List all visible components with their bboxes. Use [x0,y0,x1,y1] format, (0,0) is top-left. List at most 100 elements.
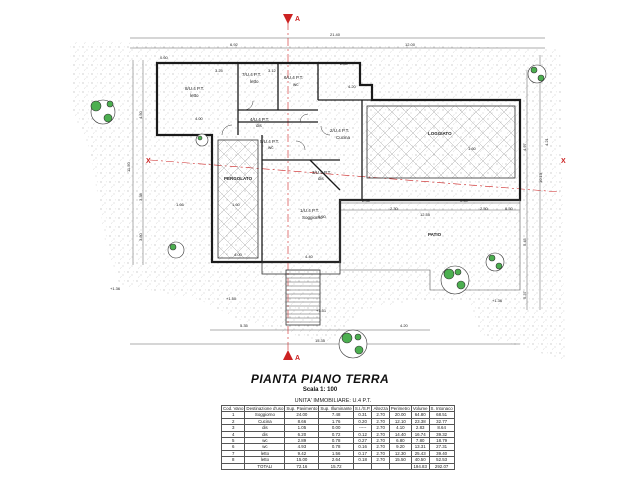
dim-int-8: 4.00 [234,252,243,257]
trees [90,64,547,359]
dim-right-0: 4.21 [544,137,549,146]
loggiato-label: LOGGIATO [428,131,452,136]
table-cell: 12.10 [388,417,412,426]
door-swings [221,100,331,151]
tree-pergolato [195,133,209,147]
dim-top-right: 12.00 [405,42,416,47]
room-name-6: wc [293,82,299,87]
dim-right-1: 10.13 [538,172,543,183]
dim-int-6: 12.55 [420,212,431,217]
table-cell: 3 [220,424,246,432]
level-3: +1.36 [492,298,503,303]
section-markers: A A X X [146,14,566,362]
table-cell: 8.66 [284,417,320,426]
dim-top-left: 6.92 [230,42,239,47]
tree-patio [440,265,470,295]
patio-label: PATIO [428,232,442,237]
table-cell: 2.70 [371,443,390,451]
dim-bottom-3: 4.40 [305,254,314,259]
header-perimetro: Perimetro [388,404,412,413]
table-cell: 24.00 [284,411,320,419]
room-code-8: 8/U.4 P.T. [185,86,204,91]
header-sup-pavimento: Sup. Pavimento [284,404,320,413]
section-label-top: A [295,16,300,23]
dim-top-mid-5: 4.00 [195,116,204,121]
tree-left-bottom [167,241,185,259]
table-cell [220,462,246,470]
table-cell: 2.70 [371,449,390,458]
table-cell: 1.56 [318,449,354,458]
dim-int-5: 0.50 [505,206,514,211]
dim-top-mid-4: 4.20 [348,84,357,89]
table-cell: 52.53 [428,456,455,464]
room-code-3: 3/U.4 P.T. [312,170,331,175]
table-cell: TOTALI [244,462,286,470]
section-label-right: X [561,158,566,165]
table-header-row: Cod. Vano Destinazione d'uso Sup. Pavime… [220,404,455,413]
table-cell: 2.70 [371,430,390,438]
room-name-1: Soggiorno [302,215,323,220]
table-cell: 4 [220,430,246,438]
table-cell: 7.48 [318,411,354,419]
plan-title: PIANTA PIANO TERRA [250,372,390,386]
level-2: +1.51 [316,308,327,313]
table-cell: 0.72 [318,430,354,438]
header-altezza: Altezza [371,404,390,413]
dim-left-1: 4.50 [138,110,143,119]
patio-outline [339,199,521,291]
table-cell: 6.80 [388,436,412,445]
table-cell: 39.40 [428,449,455,458]
dim-int-4: 2.50 [480,206,489,211]
interior-walls [237,63,372,262]
room-code-5: 5/U.4 P.T. [260,139,279,144]
section-label-bottom: A [295,355,300,362]
dim-int-0: 2.30 [390,206,399,211]
room-code-2: 2/U.4 P.T. [330,128,349,133]
dim-bottom-2: 15.35 [315,338,326,343]
table-cell: 1.05 [284,424,320,432]
table-cell [352,462,373,470]
dim-top-mid-2: 3.12 [268,68,277,73]
header-destinazione: Destinazione d'uso [244,404,286,413]
dim-top-mid-1: 3.25 [215,68,224,73]
room-name-2: Cucina [336,135,351,140]
dim-top-mid-0: 0.60 [160,55,169,60]
entrance-stairs [285,269,321,326]
dim-top-mid-3: 2.80 [340,61,349,66]
table-cell: 2.70 [371,424,390,432]
room-code-7: 7/U.4 P.T. [242,72,261,77]
table-cell: 0.00 [318,424,354,432]
table-cell: 194.83 [410,462,430,470]
table-cell: 2.64 [318,456,354,464]
room-code-1: 1/U.4 P.T. [300,208,319,213]
dim-int-1: 1.66 [176,202,185,207]
table-cell: 5 [220,436,246,445]
dim-bottom-1: 4.20 [400,323,409,328]
table-cell: 0.78 [318,436,354,445]
dim-int-3: 0.50 [460,198,469,203]
table-cell: 2.70 [371,456,390,464]
table-cell: 39.32 [428,430,455,438]
room-data-table: Cod. Vano Destinazione d'uso Sup. Pavime… [220,404,455,470]
plan-scale: Scala 1: 100 [302,387,338,393]
level-0: +1.36 [110,286,121,291]
table-cell: 8 [220,456,246,464]
tree-bottom [338,329,368,359]
tree-left [90,99,116,125]
header-intonaco: S. Intonaco [428,404,455,413]
loggiato-floor [366,105,516,179]
section-arrow-bottom [283,350,293,360]
tree-right-bottom [485,252,505,272]
room-name-4: dis [256,123,263,128]
table-cell: 2 [220,417,246,426]
table-cell [371,462,390,470]
